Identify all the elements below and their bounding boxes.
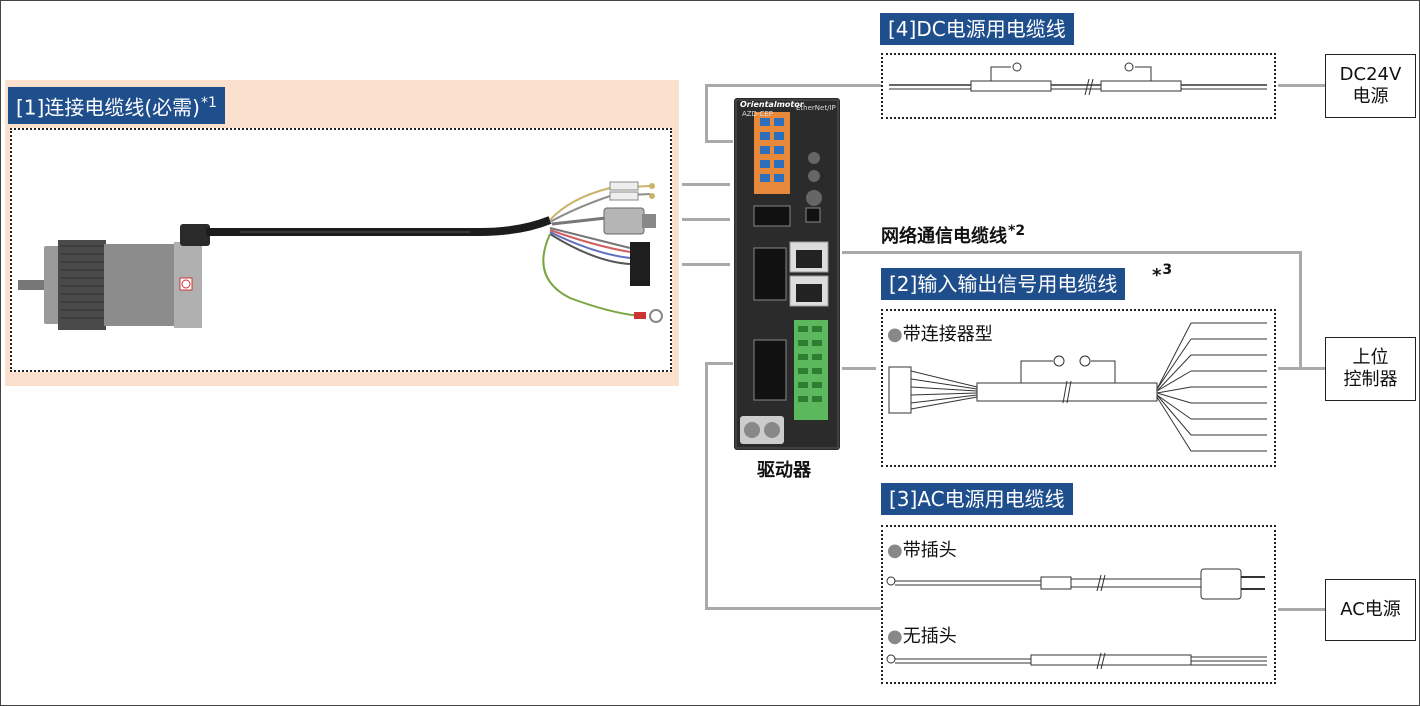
cable4-frame bbox=[881, 53, 1276, 119]
driver-label: 驱动器 bbox=[757, 460, 811, 481]
ac-line-v bbox=[705, 362, 708, 610]
cable2-title: [2]输入输出信号用电缆线 bbox=[881, 268, 1126, 300]
connector-line-1c bbox=[682, 263, 730, 266]
dc-line-h-driver bbox=[705, 140, 733, 143]
io-line-to-host bbox=[1278, 367, 1325, 370]
cable2-variant-label: ●带连接器型 bbox=[887, 324, 993, 345]
cable3-plug-label: ●带插头 bbox=[887, 540, 957, 561]
network-cable-label: 网络通信电缆线*2 bbox=[881, 223, 1026, 247]
network-line-v bbox=[1299, 251, 1302, 369]
dc-line-to-box bbox=[1278, 84, 1325, 87]
connector-line-1b bbox=[682, 218, 730, 221]
ac-cable-icons bbox=[886, 568, 1267, 670]
dc-line-v bbox=[705, 84, 708, 142]
cable3-noplug-label: ●无插头 bbox=[887, 626, 957, 647]
io-line-driver bbox=[842, 367, 876, 370]
network-line-h bbox=[842, 251, 1302, 254]
driver-model: AZD-CEP bbox=[742, 110, 774, 118]
ac-line-to-box bbox=[1278, 608, 1325, 611]
io-cable-icon bbox=[888, 322, 1267, 452]
cable1-title: [1]连接电缆线(必需)*1 bbox=[8, 87, 225, 124]
driver-brand: Orientalmotor bbox=[740, 100, 804, 109]
dc-cable-icon bbox=[889, 62, 1267, 96]
dc-line-h-top bbox=[705, 84, 881, 87]
cable4-title: [4]DC电源用电缆线 bbox=[880, 13, 1074, 45]
host-controller-box: 上位控制器 bbox=[1325, 337, 1416, 401]
bullet-icon: ● bbox=[887, 540, 903, 561]
ac-line-driver-h bbox=[705, 362, 733, 365]
driver-protocol: EtherNet/IP bbox=[796, 104, 836, 112]
connector-line-1a bbox=[682, 183, 730, 186]
bullet-icon: ● bbox=[887, 626, 903, 647]
motor-with-cable-icon bbox=[18, 181, 663, 330]
cable3-title: [3]AC电源用电缆线 bbox=[881, 483, 1073, 515]
driver-icon bbox=[734, 98, 840, 450]
cable2-note: *3 bbox=[1152, 262, 1173, 286]
ac-line-h bbox=[705, 607, 881, 610]
ac-power-box: AC电源 bbox=[1325, 579, 1416, 641]
bullet-icon: ● bbox=[887, 324, 903, 345]
